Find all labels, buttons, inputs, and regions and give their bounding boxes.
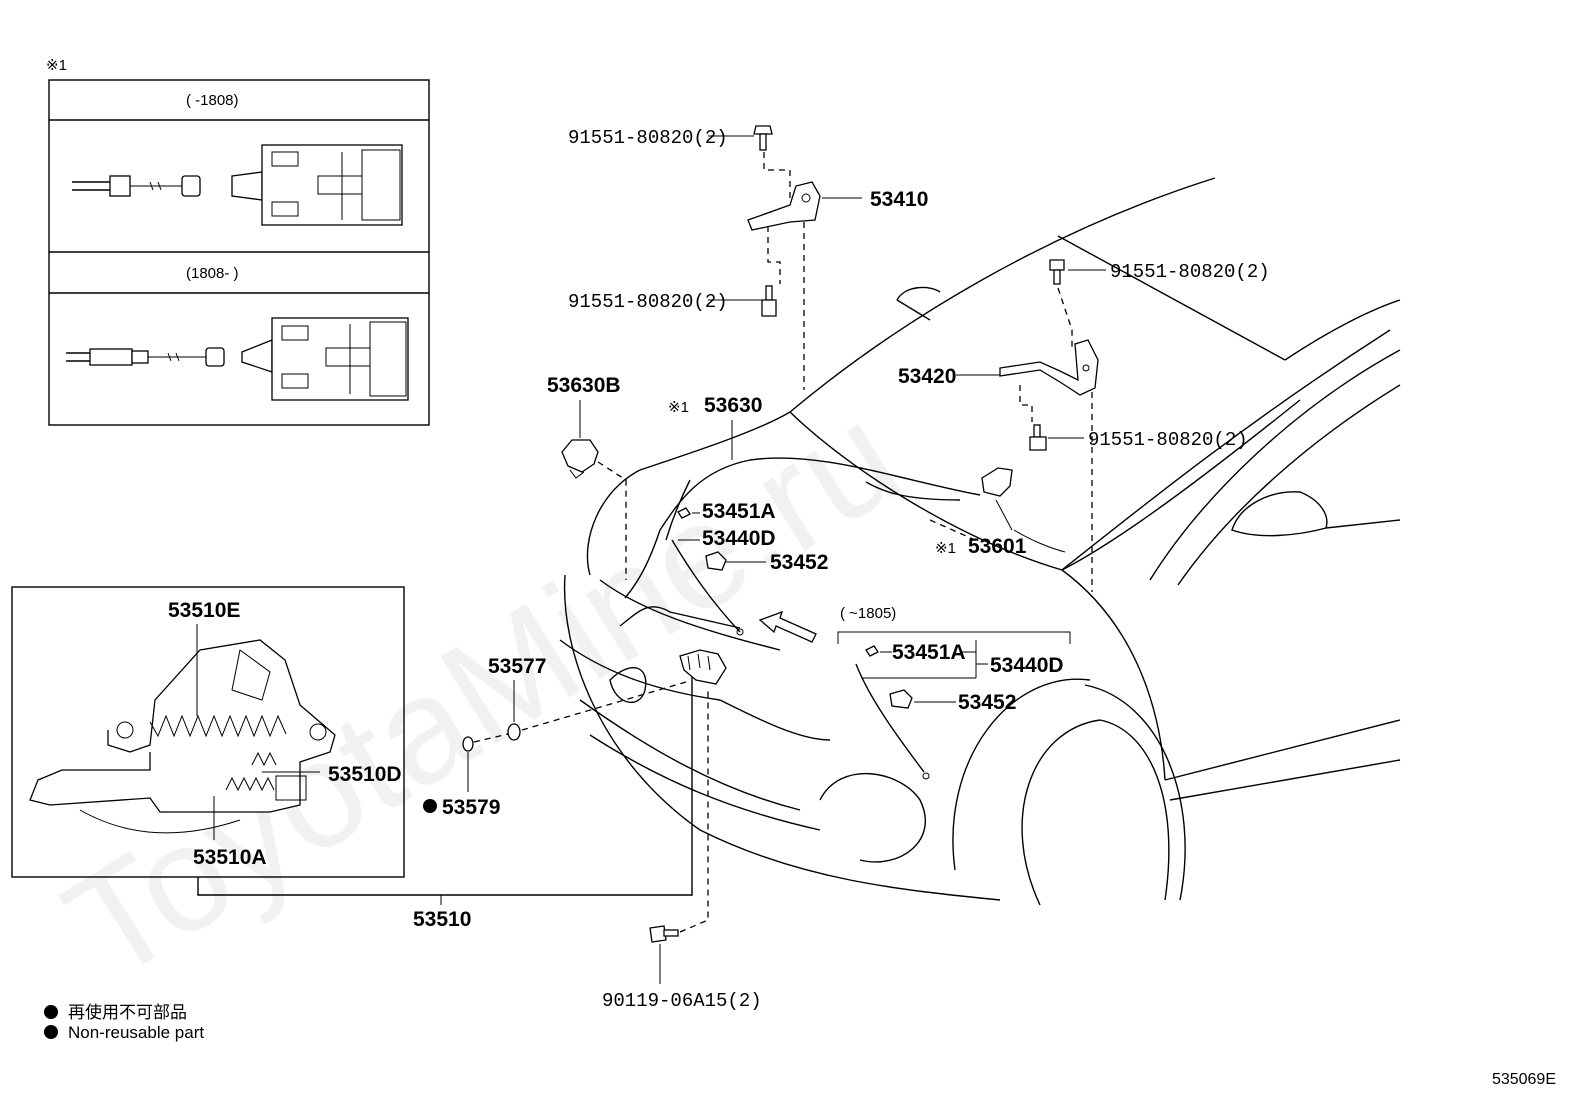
label-53440D: 53440D <box>702 527 776 550</box>
legend-en-text: Non-reusable part <box>68 1023 205 1042</box>
label-variant-53452: 53452 <box>958 691 1016 714</box>
label-53577: 53577 <box>488 655 546 678</box>
hood-hinge-left <box>747 181 821 231</box>
seal-group: 53577 53579 90119-06A15(2) <box>423 655 762 1012</box>
legend-jp: 再使用不可部品 <box>44 998 187 1023</box>
label-bolt-right-upper: 91551-80820(2) <box>1110 261 1270 283</box>
hood-release-lever <box>981 467 1013 497</box>
hood-release-cable <box>619 606 741 629</box>
nonreusable-dot-icon <box>44 1005 58 1019</box>
label-bolt-top-upper: 91551-80820(2) <box>568 127 728 149</box>
legend-jp-text: 再使用不可部品 <box>68 1003 187 1022</box>
label-53510E: 53510E <box>168 599 240 622</box>
label-53579: 53579 <box>442 796 500 819</box>
label-bolt-right-lower: 91551-80820(2) <box>1088 429 1248 451</box>
note-mark-cable: ※1 <box>668 399 689 416</box>
connector-inset: ※1 ( -1808) (1808- ) <box>46 57 430 426</box>
hood-release-cable-group: 53630B ※1 53630 53451A 53440D 53452 ※1 5… <box>547 374 1066 685</box>
label-53510D: 53510D <box>328 763 402 786</box>
label-53630B: 53630B <box>547 374 621 397</box>
label-variant-53440D: 53440D <box>990 654 1064 677</box>
nonreusable-dot-icon <box>423 799 437 813</box>
variant-box: ( ~1805) 53451A 53440D 53452 <box>837 605 1071 780</box>
hood-hinge-right <box>999 339 1099 396</box>
label-53452: 53452 <box>770 551 828 574</box>
note-mark-lever: ※1 <box>935 540 956 557</box>
bolt-icon <box>1029 424 1047 451</box>
inset-row1-label: ( -1808) <box>186 92 239 109</box>
label-bolt-bottom: 90119-06A15(2) <box>602 990 762 1012</box>
hinge-left-group: 91551-80820(2) 53410 91551-80820(2) <box>568 125 928 390</box>
cable-end-old <box>72 144 403 226</box>
label-53630: 53630 <box>704 394 762 417</box>
latch-spring <box>149 714 287 738</box>
hood-latch-installed <box>679 649 727 685</box>
arrow-icon <box>758 610 817 643</box>
label-53451A: 53451A <box>702 500 776 523</box>
bolt-icon <box>649 925 679 943</box>
inset-note-mark: ※1 <box>46 57 67 74</box>
cable-end-new <box>66 317 409 401</box>
label-variant-53451A: 53451A <box>892 641 966 664</box>
vehicle-front-outline <box>559 177 1401 906</box>
nonreusable-dot-icon <box>44 1025 58 1039</box>
bolt-icon <box>753 125 773 151</box>
latch-inset: 53510E 53510D 53510A <box>11 586 405 878</box>
bolt-icon <box>761 285 777 317</box>
seal-53579 <box>462 736 474 752</box>
label-bolt-top-lower: 91551-80820(2) <box>568 291 728 313</box>
inset-row2-label: (1808- ) <box>186 265 239 282</box>
label-53420: 53420 <box>898 365 956 388</box>
legend-en: Non-reusable part <box>44 1023 204 1043</box>
label-53510: 53510 <box>413 908 471 931</box>
diagram-code: 535069E <box>1491 1071 1556 1088</box>
label-53510A: 53510A <box>193 846 267 869</box>
variant-label: ( ~1805) <box>840 605 896 622</box>
label-53410: 53410 <box>870 188 928 211</box>
clip-icon <box>561 439 599 479</box>
bolt-icon <box>1049 259 1065 285</box>
latch-plate <box>29 639 336 813</box>
label-53601: 53601 <box>968 535 1027 558</box>
seal-53577 <box>507 723 521 741</box>
hinge-right-group: 91551-80820(2) 53420 91551-80820(2) <box>898 259 1270 592</box>
